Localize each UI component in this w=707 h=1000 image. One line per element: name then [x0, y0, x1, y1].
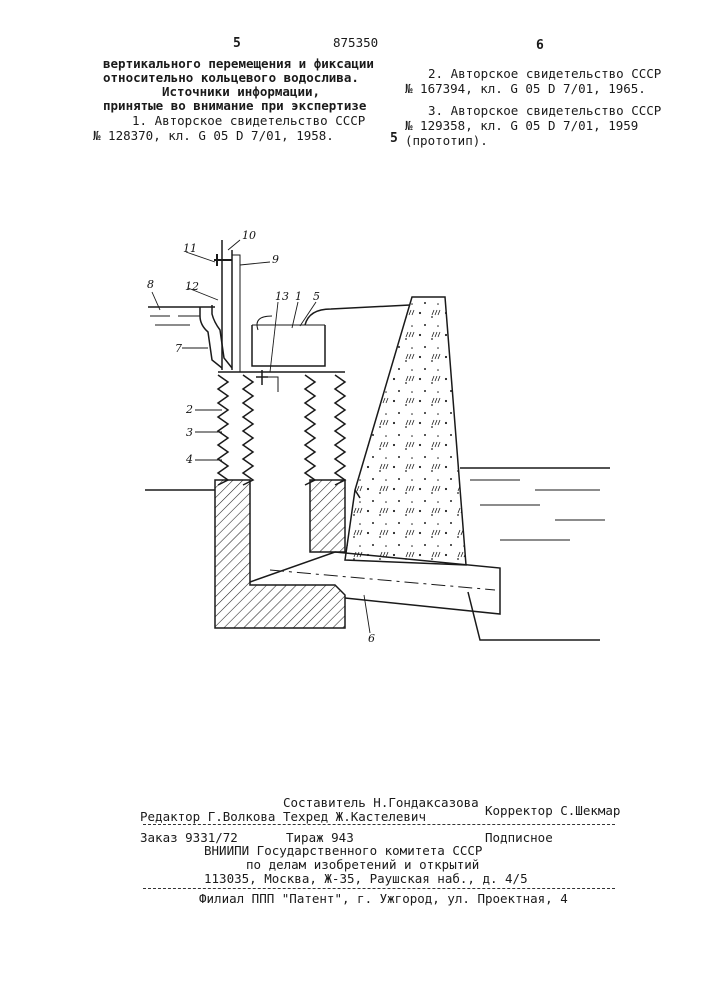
label-7: 7 — [175, 342, 182, 355]
subscription: Подписное — [485, 830, 553, 845]
label-2: 2 — [185, 403, 193, 416]
siphon-pipe — [200, 307, 222, 368]
label-11: 11 — [183, 242, 197, 255]
divider-top — [143, 824, 615, 825]
editor: Редактор Г.Волкова — [140, 809, 275, 824]
dam-body — [345, 297, 466, 565]
organization-line-2: по делам изобретений и открытий — [246, 857, 479, 872]
upstream-water-ripples — [150, 316, 200, 325]
bellows-inner-right — [305, 375, 315, 485]
techred: Техред Ж.Кастелевич — [283, 809, 426, 824]
label-8: 8 — [147, 278, 154, 291]
bellows-outer-left — [218, 375, 228, 485]
corrector: Корректор С.Шекмар — [485, 803, 620, 818]
ring-weir — [252, 325, 325, 366]
bellows-inner-left — [243, 375, 253, 485]
label-5: 5 — [313, 290, 320, 303]
label-9: 9 — [272, 253, 279, 266]
label-3: 3 — [186, 426, 193, 439]
organization-line-1: ВНИИПИ Государственного комитета СССР — [204, 843, 482, 858]
label-4: 4 — [185, 453, 193, 466]
address: 113035, Москва, Ж-35, Раушская наб., д. … — [204, 871, 528, 886]
label-10: 10 — [242, 229, 256, 242]
foundation-wall-right — [310, 480, 345, 552]
label-1: 1 — [295, 290, 302, 303]
bellows-outer-right — [335, 375, 345, 485]
overflow-stream — [305, 305, 410, 325]
compiler: Составитель Н.Гондаксазова — [283, 795, 479, 810]
divider-bottom — [143, 888, 615, 889]
branch: Филиал ППП "Патент", г. Ужгород, ул. Про… — [199, 891, 568, 906]
label-12: 12 — [185, 280, 199, 293]
label-13: 13 — [275, 290, 289, 303]
downstream-water-ripples — [470, 480, 605, 540]
label-6: 6 — [368, 632, 375, 645]
